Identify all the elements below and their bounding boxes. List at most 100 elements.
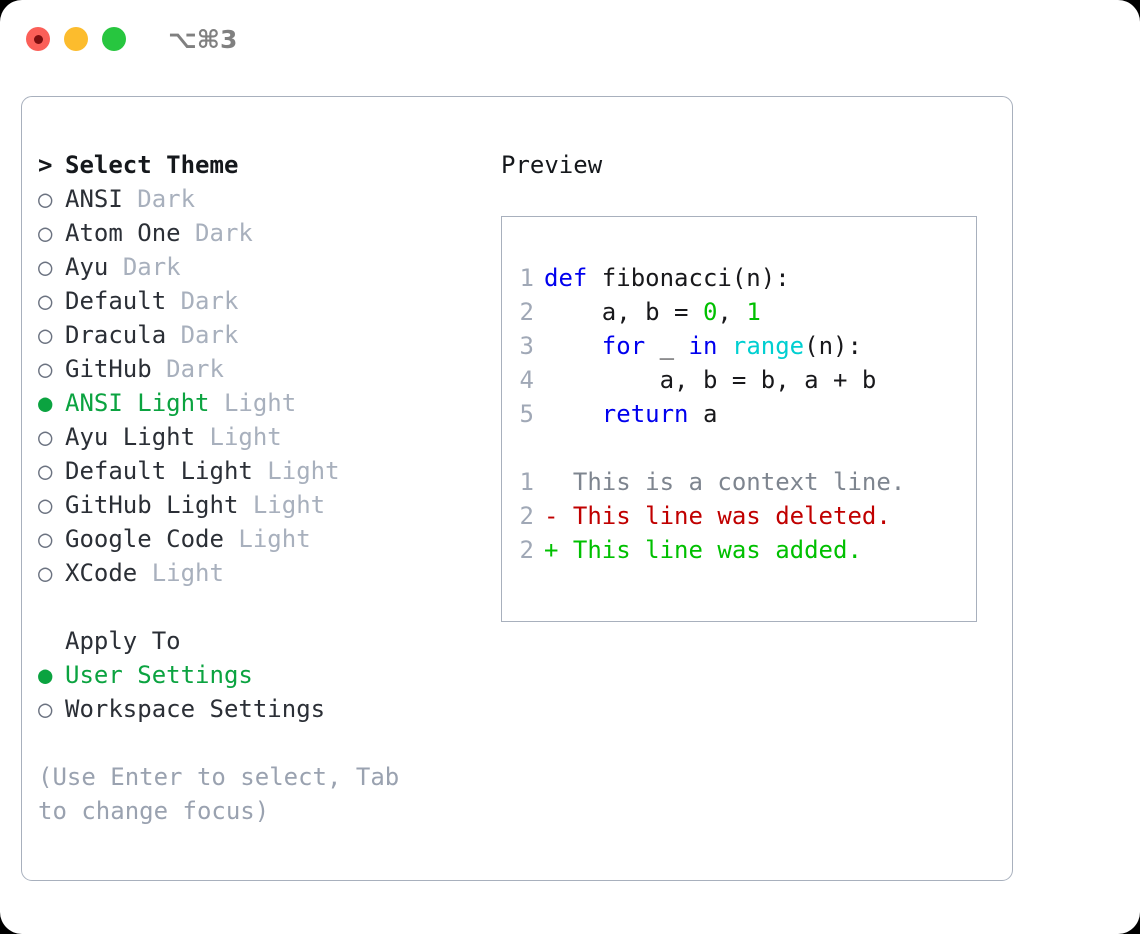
theme-list-item[interactable]: ○Ayu Dark	[38, 250, 478, 284]
theme-list-item[interactable]: ○ Google Code Light	[38, 522, 478, 556]
diff-text: This line was added.	[558, 536, 862, 564]
theme-name: Ayu Light	[65, 423, 196, 451]
theme-category: Light	[238, 525, 311, 553]
diff-sample: 1 This is a context line. 2- This line wa…	[502, 465, 976, 567]
code-token: a, b =	[544, 298, 703, 326]
theme-category: Dark	[180, 287, 239, 315]
radio-unselected-icon[interactable]: ○	[38, 185, 53, 213]
theme-name: ANSI	[65, 185, 123, 213]
radio-unselected-icon[interactable]: ○	[38, 525, 53, 553]
theme-name: Atom One	[65, 219, 181, 247]
radio-unselected-icon[interactable]: ○	[38, 253, 53, 281]
theme-name: Ayu	[65, 253, 109, 281]
spacer	[181, 219, 195, 247]
main-card: >Select Theme ○ANSI Dark○Atom One Dark○A…	[21, 96, 1013, 881]
code-token	[717, 332, 731, 360]
line-number: 3	[519, 332, 534, 360]
code-line: 5 return a	[502, 397, 976, 431]
diff-line: 2+ This line was added.	[502, 533, 976, 567]
preview-title: Preview	[501, 151, 603, 179]
theme-list-item[interactable]: ●ANSI Light Light	[38, 386, 478, 420]
radio-unselected-icon[interactable]: ○	[38, 287, 53, 315]
theme-category: Light	[267, 457, 340, 485]
theme-name: Google Code	[65, 525, 224, 553]
theme-name: Default Light	[65, 457, 253, 485]
diff-text: This is a context line.	[558, 468, 906, 496]
spacer	[166, 287, 180, 315]
line-number: 4	[519, 366, 534, 394]
spacer	[137, 559, 151, 587]
theme-name: Default	[65, 287, 167, 315]
theme-name: GitHub Light	[65, 491, 239, 519]
minimize-button[interactable]	[64, 27, 88, 51]
code-diff-spacer	[502, 431, 976, 465]
diff-line: 2- This line was deleted.	[502, 499, 976, 533]
keyboard-hint: (Use Enter to select, Tab to change focu…	[38, 763, 400, 825]
apply-to-option[interactable]: ○Workspace Settings	[38, 692, 478, 726]
code-token: (n):	[804, 332, 862, 360]
code-line: 4 a, b = b, a + b	[502, 363, 976, 397]
code-token: def	[544, 264, 588, 292]
blank-marker-icon: ○	[38, 624, 65, 658]
code-token: a, b = b, a + b	[544, 366, 877, 394]
spacer	[108, 253, 122, 281]
radio-selected-icon[interactable]: ●	[38, 389, 53, 417]
line-number: 2	[519, 536, 534, 564]
line-number: 2	[519, 502, 534, 530]
radio-unselected-icon[interactable]: ○	[38, 457, 53, 485]
apply-to-label: Apply To	[65, 627, 181, 655]
code-token: ,	[717, 298, 747, 326]
radio-unselected-icon[interactable]: ○	[38, 695, 53, 723]
theme-picker-header: >Select Theme	[38, 148, 478, 182]
radio-unselected-icon[interactable]: ○	[38, 219, 53, 247]
diff-sign: -	[544, 502, 559, 530]
theme-name: ANSI Light	[65, 389, 210, 417]
theme-list-item[interactable]: ○ Default Dark	[38, 284, 478, 318]
theme-name: GitHub	[65, 355, 152, 383]
theme-list-item[interactable]: ○GitHub Light Light	[38, 488, 478, 522]
list-spacer	[38, 590, 478, 624]
spacer	[238, 491, 252, 519]
theme-picker-panel: >Select Theme ○ANSI Dark○Atom One Dark○A…	[38, 148, 478, 828]
code-token: for	[601, 332, 646, 360]
theme-category: Dark	[137, 185, 196, 213]
theme-list-item[interactable]: ○ ANSI Dark	[38, 182, 478, 216]
close-button[interactable]	[26, 27, 50, 51]
theme-list-item[interactable]: ○ Dracula Dark	[38, 318, 478, 352]
theme-list-item[interactable]: ○ Atom One Dark	[38, 216, 478, 250]
theme-category: Dark	[166, 355, 224, 383]
code-line: 3 for _ in range(n):	[502, 329, 976, 363]
theme-name: XCode	[65, 559, 138, 587]
theme-list-item[interactable]: ○XCode Light	[38, 556, 478, 590]
zoom-button[interactable]	[102, 27, 126, 51]
diff-text: This line was deleted.	[558, 502, 891, 530]
radio-unselected-icon[interactable]: ○	[38, 559, 53, 587]
radio-selected-icon[interactable]: ●	[38, 661, 53, 689]
spacer	[166, 321, 180, 349]
theme-name: Dracula	[65, 321, 167, 349]
line-number: 1	[519, 468, 534, 496]
apply-to-option-label: User Settings	[65, 661, 253, 689]
theme-category: Dark	[195, 219, 253, 247]
line-number: 2	[519, 298, 534, 326]
theme-list-item[interactable]: ○ GitHub Dark	[38, 352, 478, 386]
code-token: range	[731, 332, 805, 360]
theme-category: Dark	[180, 321, 239, 349]
code-token: in	[688, 332, 718, 360]
radio-unselected-icon[interactable]: ○	[38, 423, 53, 451]
radio-unselected-icon[interactable]: ○	[38, 491, 53, 519]
window-title: ⌥⌘3	[168, 24, 238, 54]
line-number: 1	[519, 264, 534, 292]
theme-list-item[interactable]: ○Ayu Light Light	[38, 420, 478, 454]
code-token: a	[688, 400, 718, 428]
radio-unselected-icon[interactable]: ○	[38, 321, 53, 349]
radio-unselected-icon[interactable]: ○	[38, 355, 53, 383]
apply-to-option[interactable]: ● User Settings	[38, 658, 478, 692]
code-token: 1	[746, 298, 761, 326]
apply-to-list: ● User Settings ○Workspace Settings	[38, 658, 478, 726]
theme-list-item[interactable]: ○ Default Light Light	[38, 454, 478, 488]
